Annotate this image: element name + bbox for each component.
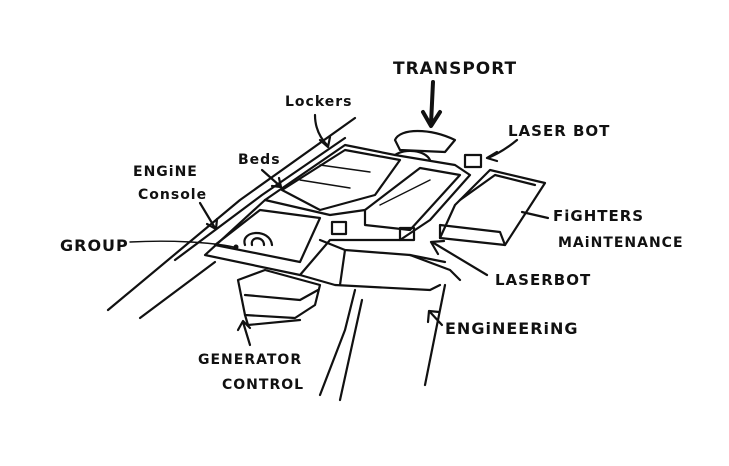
label-fighters-maintenance-line1: FiGHTERS <box>553 207 644 225</box>
annotation-arrows <box>129 80 550 347</box>
transport-craft <box>393 130 457 162</box>
label-group: GROUP <box>60 236 129 255</box>
fighters-maintenance-bay <box>438 168 547 247</box>
hull-rails <box>106 116 447 402</box>
label-beds: Beds <box>238 152 281 168</box>
label-engine-console-line2: Console <box>138 187 207 203</box>
laser-bot-top-marker <box>463 153 483 169</box>
group-marker <box>233 244 239 250</box>
label-transport: TRANSPORT <box>393 59 517 79</box>
label-generator-control-line2: CONTROL <box>222 377 304 393</box>
label-engine-console-line1: ENGiNE <box>133 164 198 180</box>
label-laserbot-bottom: LASERBOT <box>495 271 591 289</box>
laser-bot-bottom-marker <box>398 226 416 242</box>
main-deck <box>203 143 472 277</box>
engineering-bay <box>298 238 462 292</box>
label-generator-control-line1: GENERATOR <box>198 352 302 368</box>
label-lockers: Lockers <box>285 94 353 110</box>
label-laser-bot-top: LASER BOT <box>508 122 610 140</box>
label-fighters-maintenance-line2: MAiNTENANCE <box>558 235 684 251</box>
label-engineering: ENGiNEERiNG <box>445 319 579 338</box>
laser-bot-left-marker <box>330 220 348 236</box>
